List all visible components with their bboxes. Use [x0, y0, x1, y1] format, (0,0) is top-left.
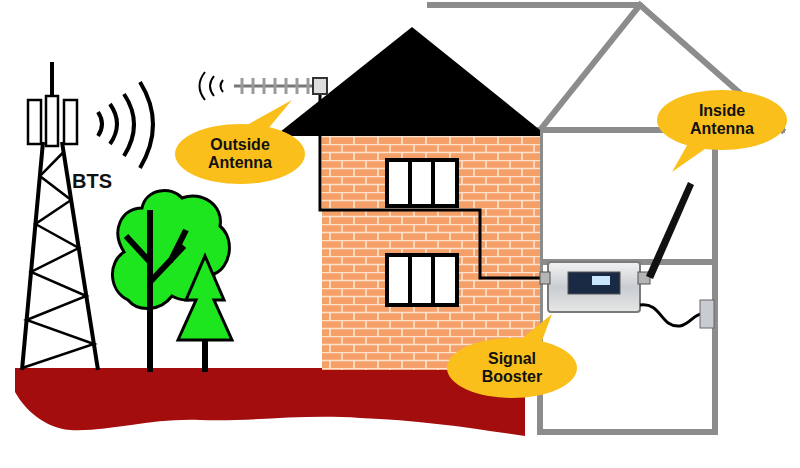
coax-cable: [320, 92, 550, 278]
antenna-element: [307, 78, 310, 94]
callout-tail: [238, 100, 712, 346]
antenna-element: [241, 78, 244, 94]
callout-bubble: Outside Antenna: [175, 124, 305, 184]
callout-text: Inside Antenna: [680, 102, 764, 138]
brick-wall: [322, 130, 540, 370]
antenna-element: [263, 78, 266, 94]
roof: [275, 27, 540, 136]
callout-text: Signal Booster: [470, 350, 554, 386]
signal-booster-unit: [540, 262, 650, 312]
tower-label: BTS: [72, 170, 112, 193]
ground: [15, 368, 525, 436]
antenna-element: [274, 78, 277, 94]
antenna-element: [285, 78, 288, 94]
yagi-antenna: [200, 72, 328, 100]
wall-socket: [700, 300, 714, 328]
antenna-element: [252, 78, 255, 94]
callout-text: Outside Antenna: [198, 136, 282, 172]
inside-antenna: [646, 182, 694, 279]
window: [387, 160, 457, 305]
antenna-element: [296, 78, 299, 94]
power-cord: [640, 305, 702, 326]
callout-bubble: Signal Booster: [447, 338, 577, 398]
tree: [112, 191, 232, 372]
callout-bubble: Inside Antenna: [657, 90, 787, 150]
